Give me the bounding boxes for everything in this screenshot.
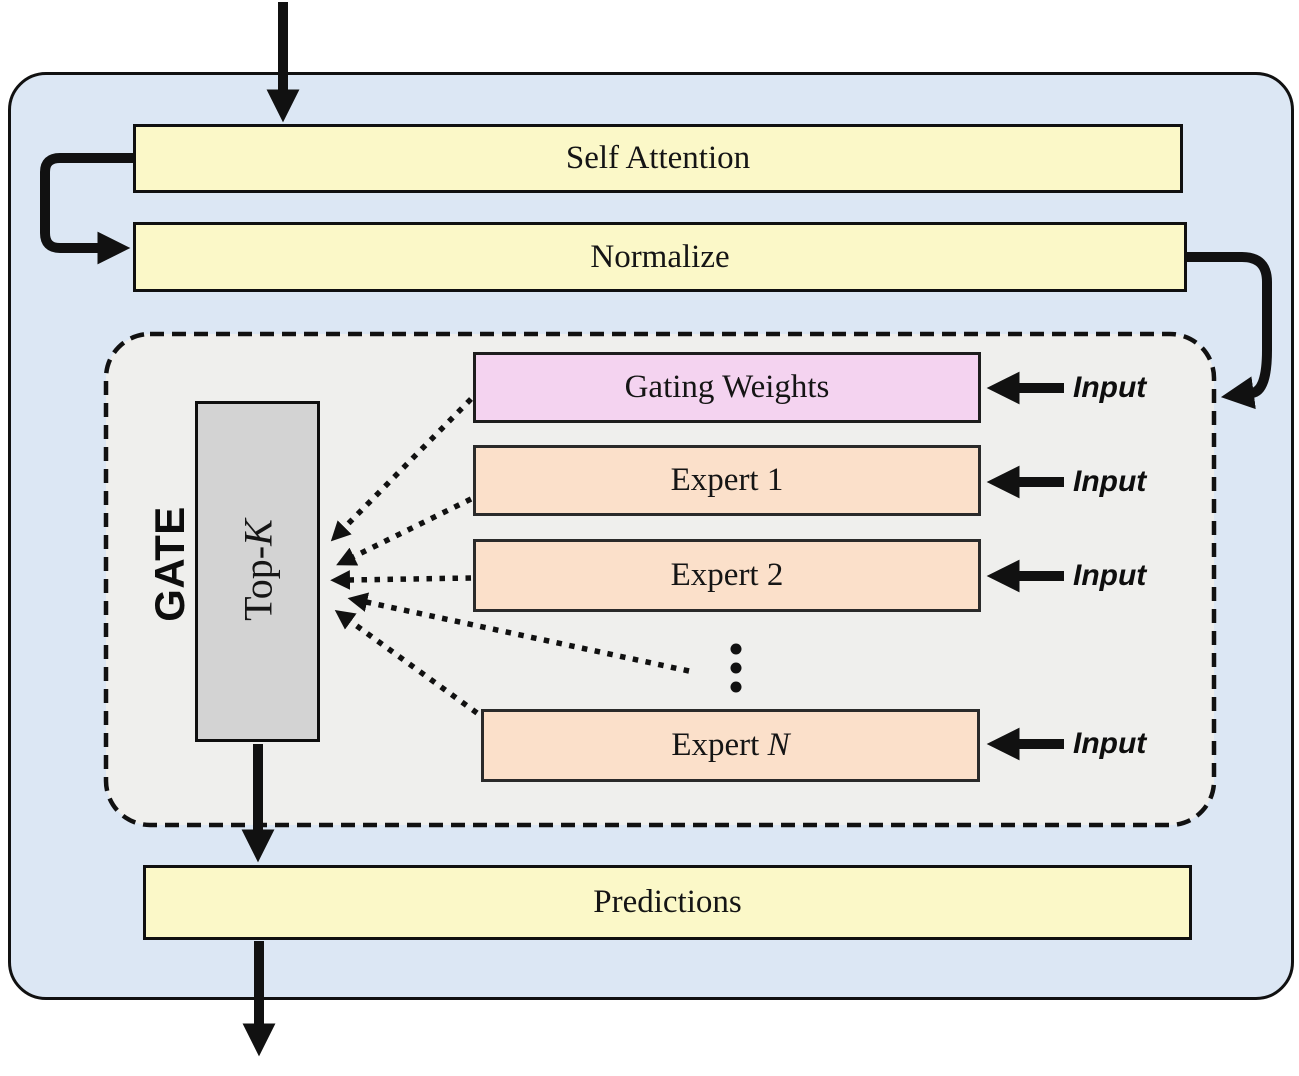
predictions-label: Predictions: [593, 884, 742, 920]
expert-n-block: Expert N: [481, 709, 980, 782]
top-k-label: Top-K: [235, 519, 281, 621]
expert-2-block: Expert 2: [473, 539, 981, 612]
gating-weights-label: Gating Weights: [624, 369, 830, 405]
expert-2-label: Expert 2: [670, 557, 784, 593]
input-label-gating: Input: [1073, 371, 1147, 404]
expert-1-label: Expert 1: [670, 462, 784, 498]
input-label-expert-1: Input: [1073, 465, 1147, 498]
expert-1-block: Expert 1: [473, 445, 981, 516]
expert-n-label: Expert N: [671, 727, 790, 763]
predictions-block: Predictions: [143, 865, 1192, 940]
normalize-label: Normalize: [590, 238, 730, 275]
gate-label: GATE: [146, 506, 193, 622]
input-label-expert-n: Input: [1073, 727, 1147, 760]
self-attention-block: Self Attention: [133, 124, 1183, 193]
self-attention-label: Self Attention: [565, 140, 751, 176]
normalize-block: Normalize: [133, 222, 1187, 292]
input-label-expert-2: Input: [1073, 559, 1147, 592]
gating-weights-block: Gating Weights: [473, 352, 981, 423]
